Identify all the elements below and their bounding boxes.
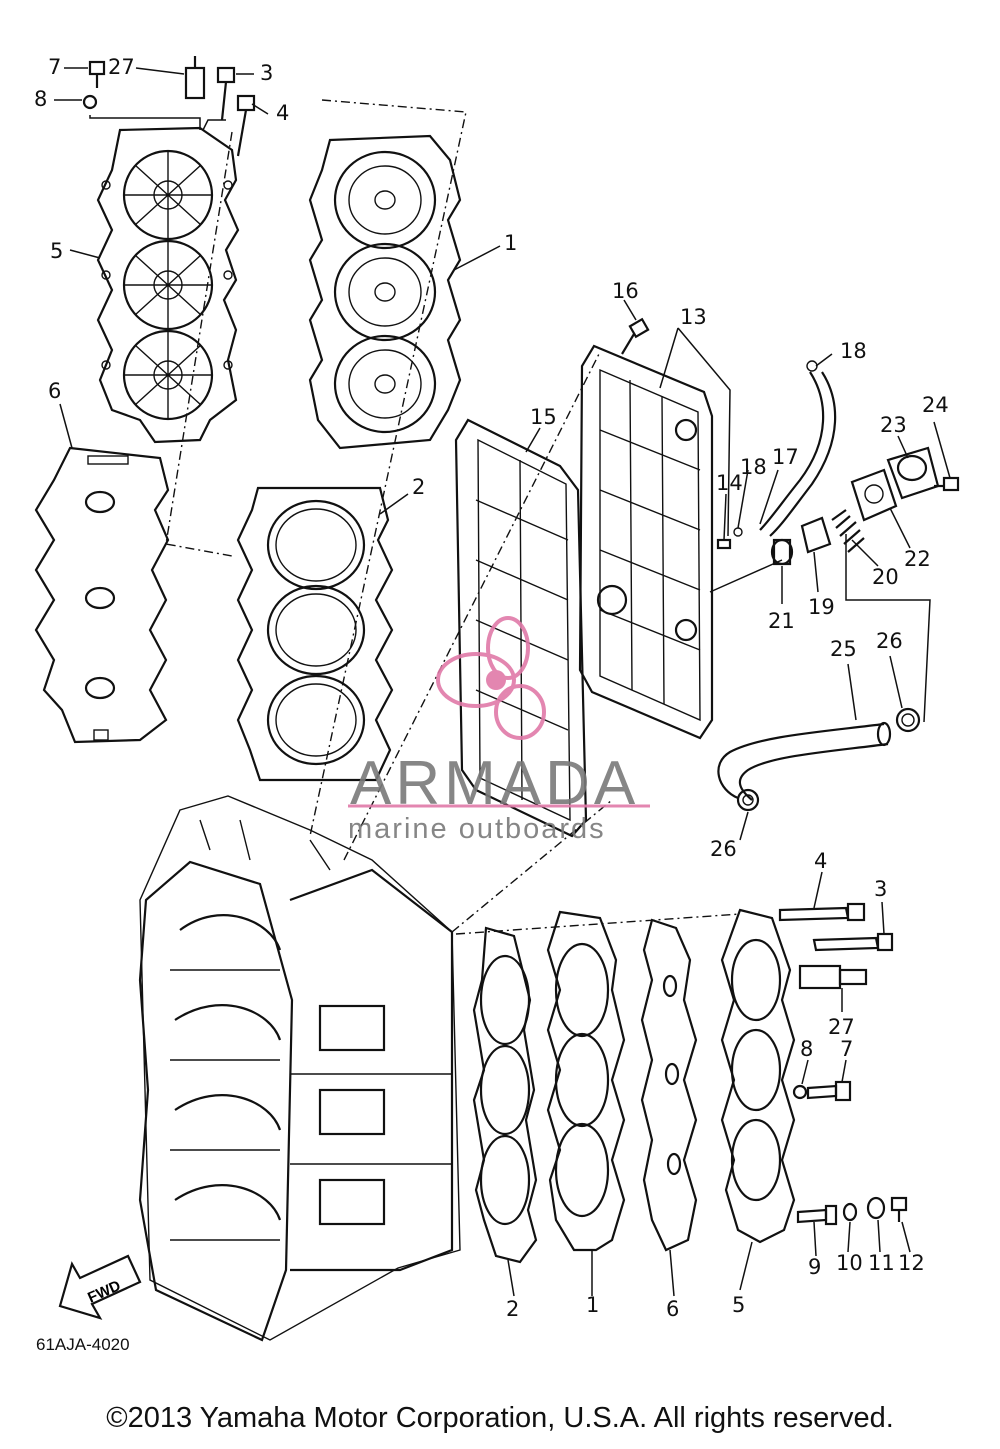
watermark-title: ARMADA <box>350 749 639 818</box>
callout-22: 22 <box>904 547 931 571</box>
callout-18: 18 <box>740 455 767 479</box>
callout-6: 6 <box>48 379 61 403</box>
gasket-6-lower <box>640 918 698 1252</box>
cylinder-head-5-lower <box>720 908 796 1244</box>
cylinder-block-1-lower <box>546 910 626 1252</box>
callout-3-lower: 3 <box>874 877 887 901</box>
lower-fasteners <box>778 902 908 1226</box>
callout-10: 10 <box>836 1251 863 1275</box>
callout-15: 15 <box>530 405 557 429</box>
water-hose-25 <box>717 707 921 812</box>
reference-line-head <box>309 99 467 837</box>
armada-watermark: ARMADA marine outboards <box>348 616 650 845</box>
callout-7: 7 <box>48 55 61 79</box>
callout-4-lower: 4 <box>814 849 827 873</box>
watermark-subtitle: marine outboards <box>348 813 606 845</box>
callout-8-lower: 8 <box>800 1037 813 1061</box>
exhaust-cover-gasket-15 <box>454 418 588 838</box>
head-gasket-2-lower <box>472 926 538 1264</box>
callout-18-top: 18 <box>840 339 867 363</box>
upper-fasteners <box>82 56 256 157</box>
callout-26-top: 26 <box>876 629 903 653</box>
callout-9: 9 <box>808 1255 821 1279</box>
callout-8: 8 <box>34 87 47 111</box>
diagram-code: 61AJA-4020 <box>36 1335 130 1354</box>
callout-21: 21 <box>768 609 795 633</box>
head-gasket-2 <box>236 486 394 782</box>
callout-1-lower: 1 <box>586 1293 599 1317</box>
reference-line-cover <box>451 799 613 933</box>
callout-27-lower: 27 <box>828 1015 855 1039</box>
copyright-footer: ©2013 Yamaha Motor Corporation, U.S.A. A… <box>106 1402 894 1434</box>
exhaust-cover-13 <box>578 344 714 740</box>
head-gasket-upper <box>34 446 170 744</box>
callout-labels: 7 27 3 8 4 5 6 1 2 15 16 13 18 17 18 14 … <box>34 55 949 1321</box>
callout-2: 2 <box>412 475 425 499</box>
thermostat-assembly <box>709 360 960 723</box>
callout-12: 12 <box>898 1251 925 1275</box>
callout-5-lower: 5 <box>732 1293 745 1317</box>
callout-4: 4 <box>276 101 289 125</box>
reference-line-gasket <box>165 131 233 557</box>
callout-13: 13 <box>680 305 707 329</box>
callout-2-lower: 2 <box>506 1297 519 1321</box>
cylinder-head-upper <box>96 126 240 444</box>
callout-20: 20 <box>872 565 899 589</box>
fwd-arrow-icon: FWD <box>58 1254 142 1320</box>
callout-11: 11 <box>868 1251 895 1275</box>
callout-27: 27 <box>108 55 135 79</box>
callout-16: 16 <box>612 279 639 303</box>
callout-26: 26 <box>710 837 737 861</box>
callout-7-lower: 7 <box>840 1037 853 1061</box>
crankcase-block <box>138 795 461 1342</box>
cylinder-block-head-1 <box>308 134 462 450</box>
leader-lines <box>54 67 951 1297</box>
callout-25: 25 <box>830 637 857 661</box>
callout-19: 19 <box>808 595 835 619</box>
callout-14: 14 <box>716 471 743 495</box>
callout-3: 3 <box>260 61 273 85</box>
callout-5: 5 <box>50 239 63 263</box>
propeller-logo-icon <box>436 616 546 740</box>
callout-23: 23 <box>880 413 907 437</box>
callout-1: 1 <box>504 231 517 255</box>
bolt-16 <box>621 317 650 355</box>
callout-6-lower: 6 <box>666 1297 679 1321</box>
callout-17: 17 <box>772 445 799 469</box>
callout-24: 24 <box>922 393 949 417</box>
fwd-label: FWD <box>85 1277 123 1306</box>
